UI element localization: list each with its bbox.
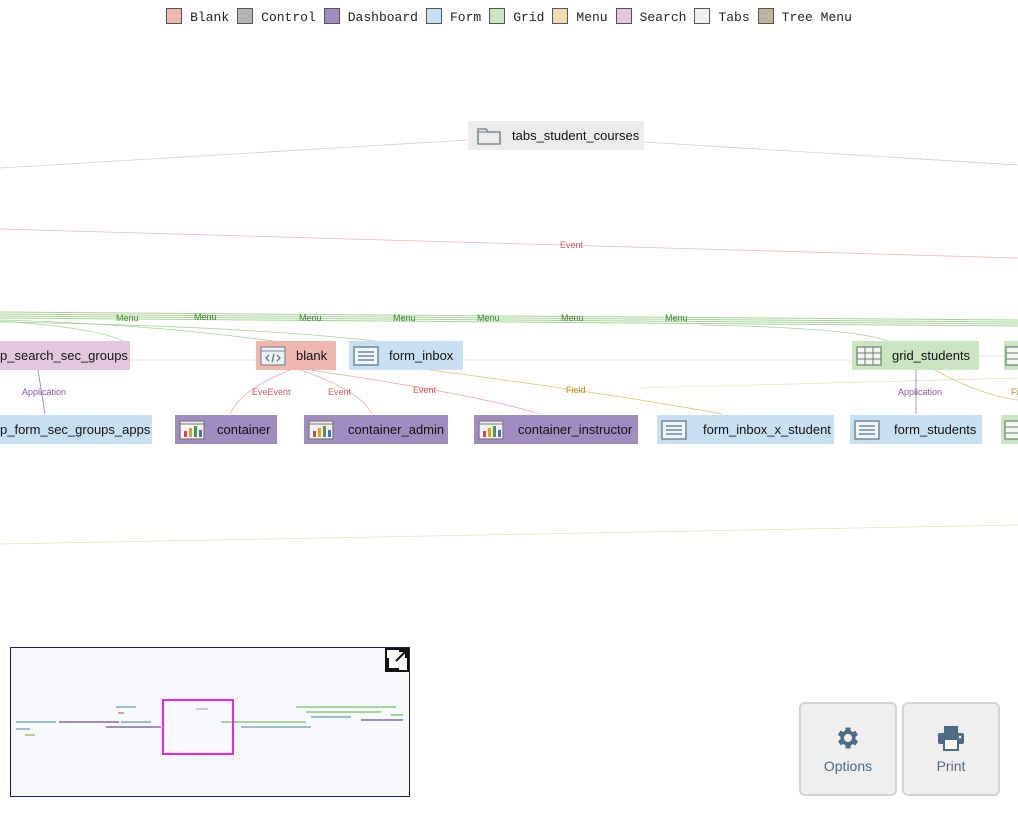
- legend-label: Tree Menu: [781, 10, 852, 25]
- legend-label: Search: [639, 10, 687, 25]
- edge-label-menu: Menu: [665, 313, 688, 323]
- legend-item[interactable]: Search: [615, 8, 687, 25]
- print-button[interactable]: Print: [902, 702, 1000, 796]
- grid-icon: [1004, 419, 1018, 440]
- node-container[interactable]: container: [175, 415, 277, 444]
- legend-swatch: [615, 8, 632, 24]
- node-search-sec-groups[interactable]: p_search_sec_groups: [0, 341, 130, 370]
- edge: [299, 369, 373, 415]
- legend-swatch: [323, 8, 340, 24]
- edge: [0, 228, 1018, 259]
- printer-icon: [938, 726, 964, 751]
- legend-swatch: [425, 8, 442, 24]
- node-tabs-student-courses[interactable]: tabs_student_courses: [468, 121, 644, 150]
- minimap[interactable]: [10, 647, 410, 797]
- edge: [0, 320, 126, 343]
- edge: [934, 369, 1018, 401]
- edge: [0, 139, 469, 169]
- tabs-icon: [476, 126, 502, 146]
- minimap-viewport[interactable]: [162, 699, 234, 755]
- legend-label: Blank: [190, 10, 230, 25]
- edge-label-application: Application: [22, 387, 67, 397]
- options-button[interactable]: Options: [799, 702, 897, 796]
- edge: [229, 369, 291, 415]
- legend-swatch: [489, 8, 506, 24]
- legend-item[interactable]: Menu: [552, 8, 608, 25]
- edge: [429, 369, 723, 415]
- node-blank[interactable]: blank: [256, 341, 336, 370]
- dashboard-chart-icon: [478, 419, 504, 440]
- edge: [37, 369, 46, 415]
- form-icon: [854, 419, 880, 440]
- edge: [0, 524, 1018, 545]
- legend-item[interactable]: Tabs: [694, 8, 750, 25]
- node-grid-students[interactable]: grid_students: [852, 341, 979, 370]
- node-form-inbox[interactable]: form_inbox: [349, 341, 463, 370]
- legend-swatch: [237, 8, 254, 24]
- legend-item[interactable]: Tree Menu: [757, 8, 852, 25]
- edge-label-field: Field: [566, 385, 586, 395]
- legend-item[interactable]: Blank: [166, 8, 229, 25]
- legend-label: Tabs: [718, 10, 750, 25]
- legend-swatch: [694, 8, 711, 24]
- legend-item[interactable]: Form: [425, 8, 482, 25]
- legend-label: Dashboard: [347, 10, 418, 25]
- legend-label: Control: [261, 10, 316, 25]
- expand-icon[interactable]: [385, 648, 409, 672]
- edge: [639, 377, 1018, 389]
- node-form-sec-groups-apps[interactable]: p_form_sec_groups_apps: [0, 415, 152, 444]
- legend-swatch: [552, 8, 569, 24]
- legend-swatch: [166, 8, 183, 24]
- node-container-admin[interactable]: container_admin: [304, 415, 448, 444]
- edge-label-event: EveEvent: [252, 387, 291, 397]
- edge: [0, 311, 1018, 321]
- node-form-inbox-x-student[interactable]: form_inbox_x_student: [657, 415, 834, 444]
- legend-item[interactable]: Dashboard: [323, 8, 418, 25]
- edge: [643, 141, 1018, 166]
- edge-label-menu: Menu: [561, 313, 584, 323]
- legend-item[interactable]: Grid: [489, 8, 544, 25]
- edge-label-event: Event: [328, 387, 352, 397]
- edge: [699, 324, 891, 343]
- code-window-icon: [260, 345, 286, 366]
- grid-icon: [1005, 345, 1018, 366]
- edge: [0, 319, 281, 343]
- edge: [0, 313, 1018, 323]
- edge: [0, 321, 384, 343]
- edge-label-menu: Menu: [393, 313, 416, 323]
- form-icon: [353, 345, 379, 366]
- edge: [0, 315, 1018, 325]
- dashboard-chart-icon: [179, 419, 205, 440]
- node-form-students[interactable]: form_students: [850, 415, 982, 444]
- print-button-label: Print: [936, 758, 966, 774]
- gear-icon: [837, 727, 859, 749]
- node-grid-partial[interactable]: [1004, 341, 1018, 370]
- edge-label-menu: Menu: [299, 313, 322, 323]
- grid-icon: [856, 345, 882, 366]
- legend-label: Grid: [513, 10, 545, 25]
- dashboard-chart-icon: [308, 419, 334, 440]
- legend-label: Form: [449, 10, 482, 25]
- legend-label: Menu: [576, 10, 608, 25]
- edge-label-event: Event: [560, 240, 584, 250]
- legend-item[interactable]: Control: [237, 8, 316, 25]
- legend-swatch: [757, 8, 774, 24]
- edge-label-menu: Menu: [477, 313, 500, 323]
- options-button-label: Options: [823, 758, 873, 774]
- form-icon: [661, 419, 687, 440]
- legend: Blank Control Dashboard Form Grid Menu Search T…: [0, 8, 1018, 25]
- edge-label-menu: Menu: [194, 312, 217, 322]
- edge-label-event: Event: [413, 385, 437, 395]
- edge-label-field: Fi: [1011, 387, 1018, 397]
- minimap-overview: [16, 706, 403, 736]
- edge: [309, 369, 541, 415]
- edge-label-application: Application: [898, 387, 943, 397]
- node-container-instructor[interactable]: container_instructor: [474, 415, 638, 444]
- edge-label-menu: Menu: [116, 313, 139, 323]
- edge: [0, 317, 1018, 327]
- node-grid-partial[interactable]: [1001, 415, 1018, 444]
